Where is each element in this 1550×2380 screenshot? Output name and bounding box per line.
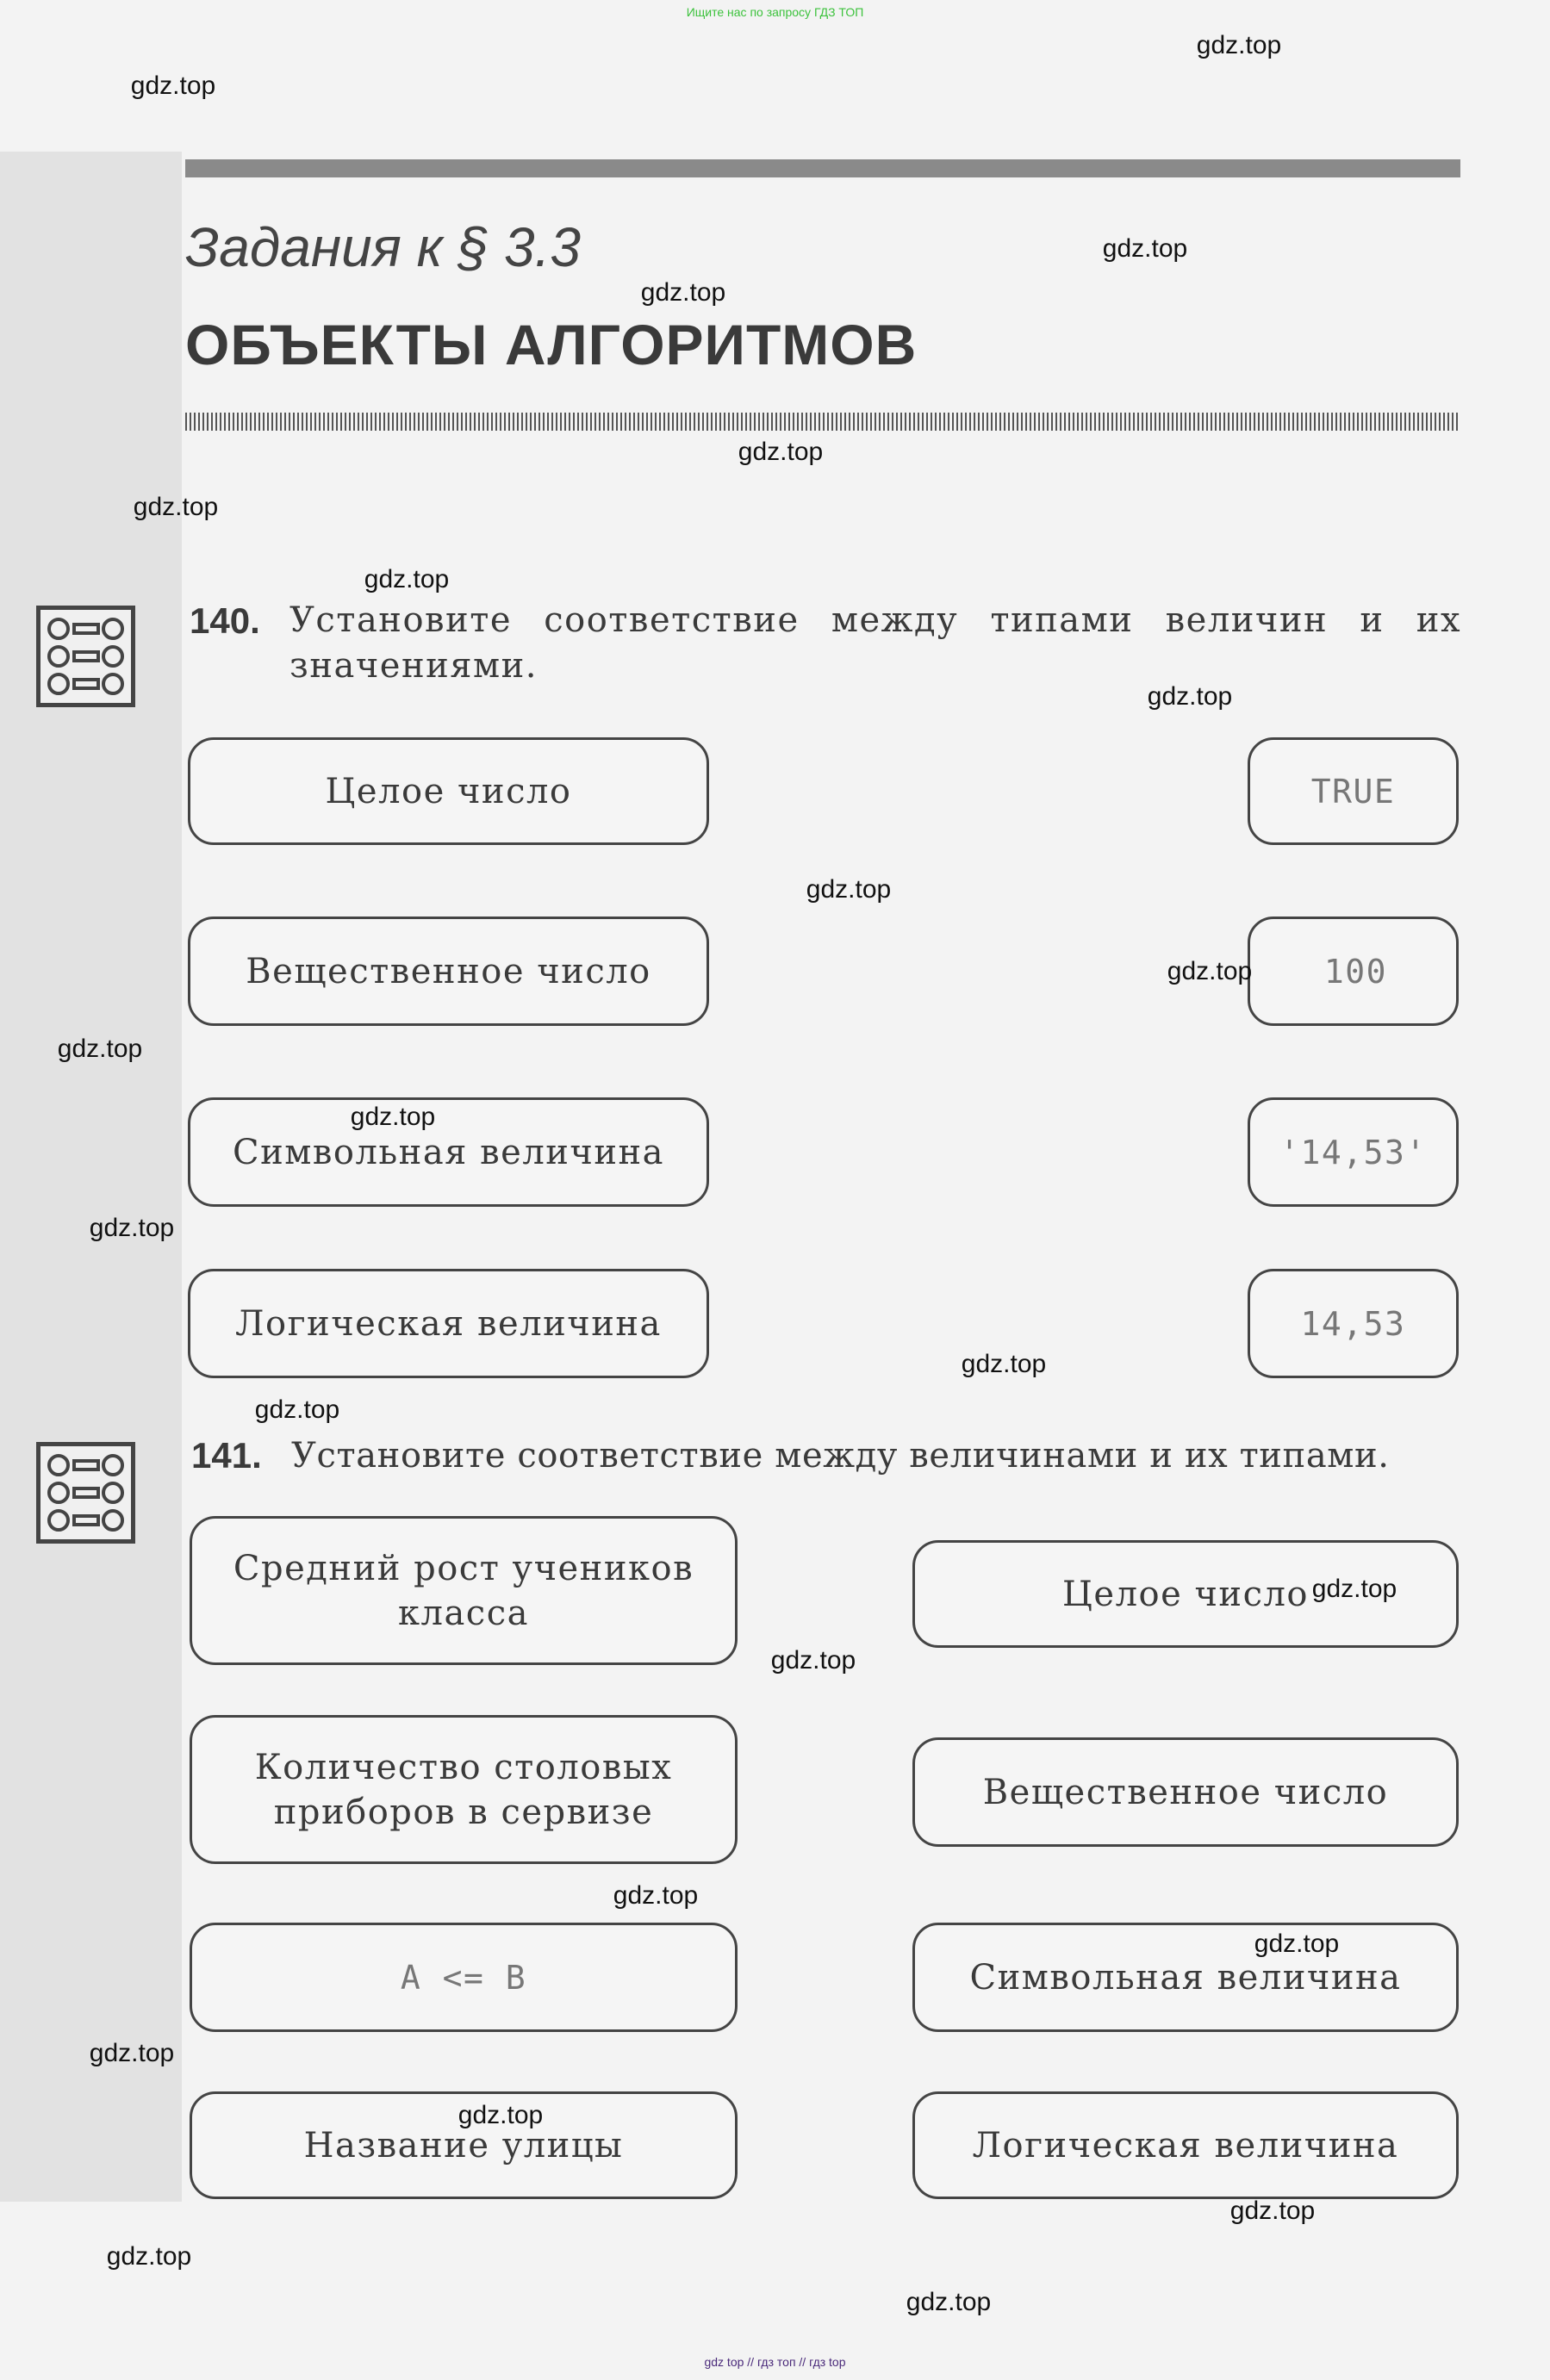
matching-task-icon	[36, 606, 135, 707]
watermark: gdz.top	[613, 1881, 699, 1910]
match-right-item[interactable]: 14,53	[1248, 1269, 1459, 1378]
watermark: gdz.top	[89, 1214, 175, 1242]
watermark: gdz.top	[640, 278, 726, 307]
page-title: Задания к § 3.3	[185, 216, 581, 278]
matching-task-icon	[36, 1442, 135, 1544]
match-left-item[interactable]: Символьная величина	[188, 1097, 709, 1207]
match-left-item[interactable]: A <= B	[190, 1923, 738, 2032]
watermark: gdz.top	[1102, 234, 1188, 263]
watermark: gdz.top	[106, 2242, 192, 2271]
match-left-item[interactable]: Средний рост учеников класса	[190, 1516, 738, 1665]
match-left-item[interactable]: Логическая величина	[188, 1269, 709, 1378]
header-bar	[185, 159, 1460, 177]
watermark: gdz.top	[1147, 682, 1233, 711]
section-title: ОБЪЕКТЫ АЛГОРИТМОВ	[185, 313, 918, 376]
left-margin-strip	[0, 152, 182, 2202]
watermark: gdz.top	[89, 2039, 175, 2067]
watermark: gdz.top	[254, 1395, 340, 1424]
task-text: Установите соответствие между типами вел…	[289, 600, 1461, 686]
match-right-item[interactable]: Вещественное число	[912, 1737, 1459, 1847]
watermark: gdz.top	[906, 2288, 992, 2316]
task-number: 140.	[190, 600, 260, 641]
watermark: gdz.top	[1254, 1929, 1340, 1958]
match-right-item[interactable]: TRUE	[1248, 737, 1459, 845]
match-right-item[interactable]: Символьная величина	[912, 1923, 1459, 2032]
bottom-note: gdz top // гдз топ // гдз top	[704, 2355, 846, 2369]
task-number: 141.	[191, 1435, 262, 1476]
watermark: gdz.top	[1229, 2197, 1316, 2225]
task-text: Установите соответствие между величинами…	[291, 1436, 1390, 1476]
match-right-item[interactable]: Целое число	[912, 1540, 1459, 1648]
top-note: Ищите нас по запросу ГДЗ ТОП	[686, 5, 864, 19]
match-right-item[interactable]: '14,53'	[1248, 1097, 1459, 1207]
match-left-item[interactable]: Целое число	[188, 737, 709, 845]
watermark: gdz.top	[1167, 957, 1253, 985]
hatched-divider	[185, 413, 1460, 431]
match-right-item[interactable]: Логическая величина	[912, 2091, 1459, 2199]
watermark: gdz.top	[806, 875, 892, 904]
watermark: gdz.top	[130, 71, 216, 100]
watermark: gdz.top	[1196, 31, 1282, 59]
match-left-item[interactable]: Количество столовых приборов в сервизе	[190, 1715, 738, 1864]
match-left-item[interactable]: Название улицы	[190, 2091, 738, 2199]
watermark: gdz.top	[364, 565, 450, 593]
match-right-item[interactable]: 100	[1248, 917, 1459, 1026]
watermark: gdz.top	[458, 2101, 544, 2129]
watermark: gdz.top	[57, 1035, 143, 1063]
watermark: gdz.top	[770, 1646, 856, 1675]
watermark: gdz.top	[350, 1103, 436, 1131]
watermark: gdz.top	[133, 493, 219, 521]
match-left-item[interactable]: Вещественное число	[188, 917, 709, 1026]
watermark: gdz.top	[738, 438, 824, 466]
watermark: gdz.top	[1311, 1575, 1397, 1603]
watermark: gdz.top	[961, 1350, 1047, 1378]
